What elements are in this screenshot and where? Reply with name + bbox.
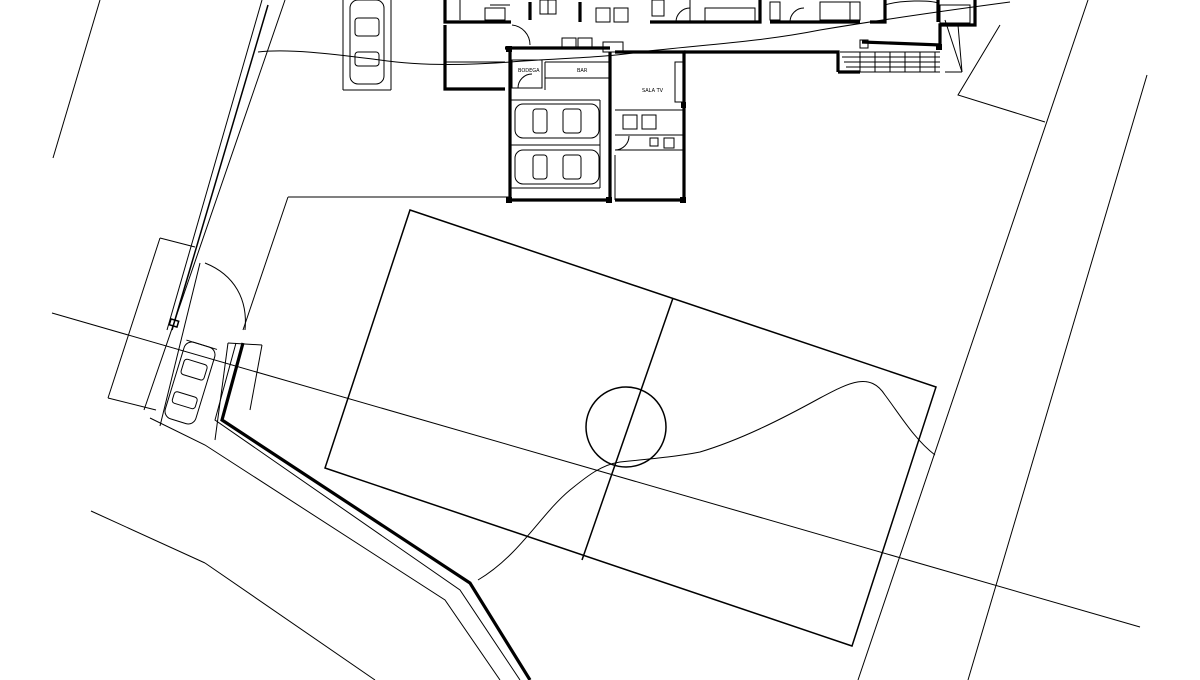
label-bar: BAR — [577, 68, 588, 74]
label-bodega: BODEGA — [518, 68, 540, 74]
house-floor-plan: BODEGA BAR SALA TV — [443, 0, 977, 202]
car-icon — [514, 149, 600, 185]
site-boundary-lines — [52, 0, 1148, 680]
contour-line-upper — [257, 1, 1011, 65]
survey-axis-line — [51, 312, 1141, 628]
car-icon — [164, 339, 218, 425]
sports-field — [324, 209, 937, 647]
parking-bay-lines — [342, 0, 392, 91]
car-icon — [514, 103, 600, 139]
driveway-wall — [149, 196, 532, 680]
label-sala-tv: SALA TV — [642, 88, 664, 94]
access-road-left — [107, 0, 286, 441]
car-icon — [349, 0, 385, 85]
wall-stubs — [506, 44, 942, 203]
contour-line-lower — [477, 381, 936, 581]
stairs — [840, 19, 963, 73]
